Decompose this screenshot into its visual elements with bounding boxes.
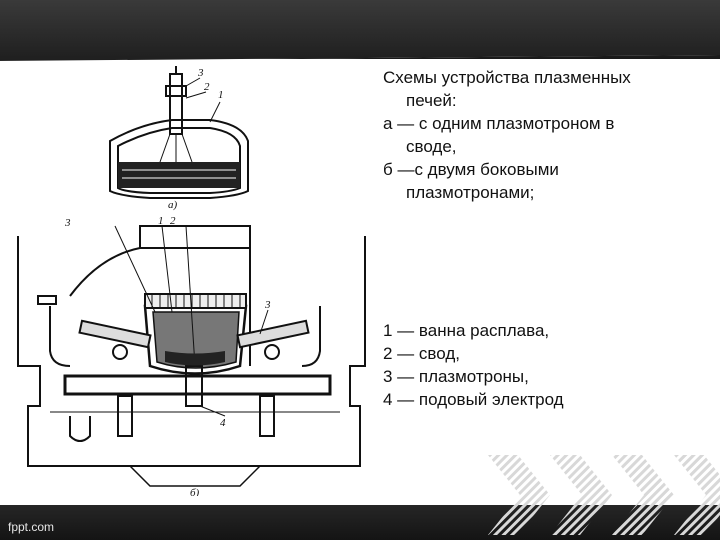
dark-footer-band bbox=[0, 505, 720, 540]
label-b-2: 2 bbox=[170, 215, 176, 227]
item-a-line-2: своде, bbox=[406, 137, 457, 156]
item-b-line-2: плазмотронами; bbox=[406, 183, 535, 202]
label-a-1: 1 bbox=[218, 89, 224, 101]
item-b-line-1: б —с двумя боковыми bbox=[383, 160, 559, 179]
label-b-1: 1 bbox=[158, 215, 164, 227]
plasma-furnace-diagram: 3 2 1 а) 3 1 2 3 4 б) bbox=[17, 66, 366, 496]
legend-item-2: 2 — свод, bbox=[383, 344, 460, 363]
heading-line-1: Схемы устройства плазменных bbox=[383, 68, 631, 87]
label-a-3: 3 bbox=[197, 67, 204, 79]
description-text: Схемы устройства плазменных печей: а — с… bbox=[383, 66, 713, 411]
furnace-a-drawing bbox=[109, 66, 249, 199]
caption-b: б) bbox=[190, 487, 200, 496]
legend-item-3: 3 — плазмотроны, bbox=[383, 367, 529, 386]
melt-bath-a bbox=[118, 162, 240, 188]
melt-bath-b bbox=[165, 351, 225, 366]
legend-item-4: 4 — подовый электрод bbox=[383, 390, 564, 409]
caption-a: а) bbox=[168, 199, 178, 211]
heading-line-2: печей: bbox=[406, 91, 457, 110]
label-b-4: 4 bbox=[220, 417, 226, 429]
label-b-3-right: 3 bbox=[264, 299, 271, 311]
legend-item-1: 1 — ванна расплава, bbox=[383, 321, 550, 340]
label-b-3-left: 3 bbox=[64, 217, 71, 229]
label-a-2: 2 bbox=[204, 81, 210, 93]
chevron-decoration-icon bbox=[488, 455, 720, 535]
dark-header-band bbox=[0, 0, 720, 60]
watermark-text: fppt.com bbox=[8, 520, 55, 534]
item-a-line-1: а — с одним плазмотроном в bbox=[383, 114, 615, 133]
